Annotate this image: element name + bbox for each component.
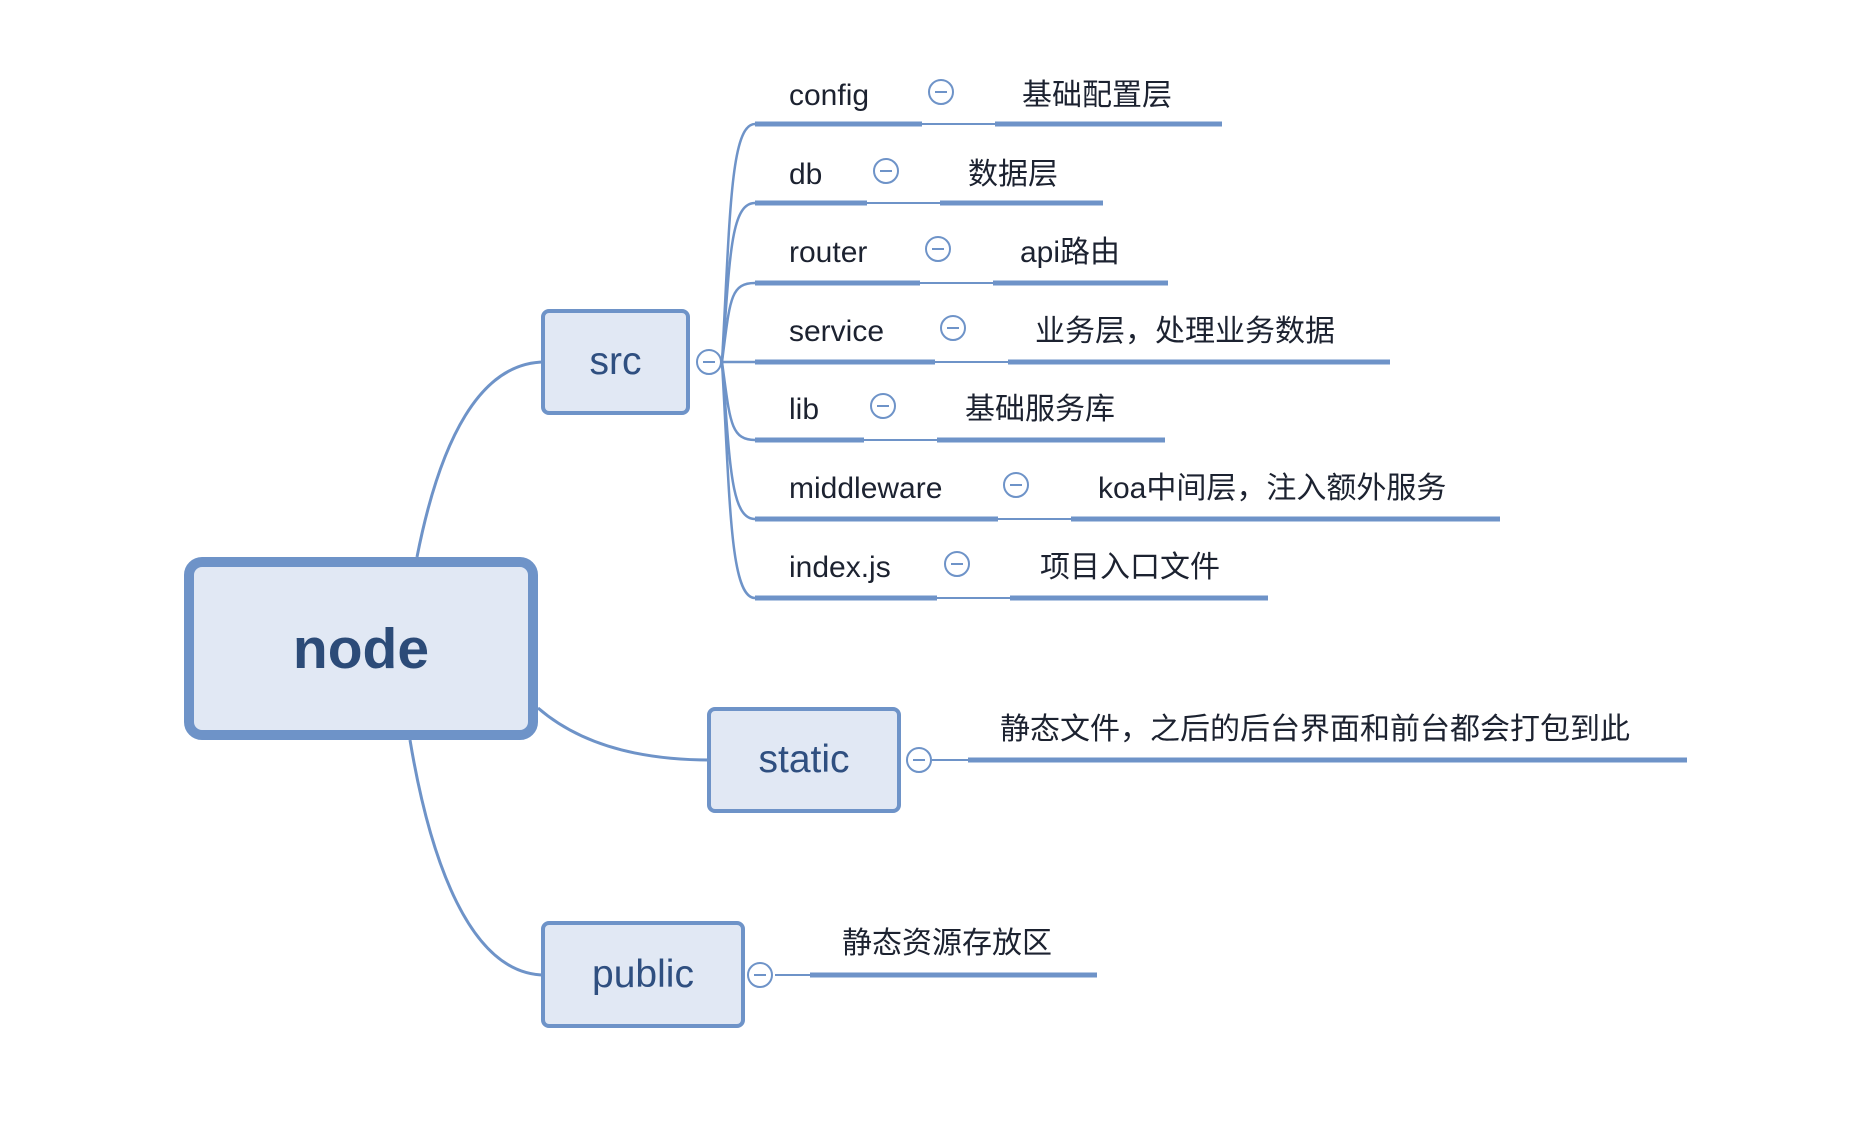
- connector-src-router: [720, 281, 756, 363]
- branch-node-src[interactable]: src: [541, 309, 690, 415]
- branch-node-static[interactable]: static: [707, 707, 901, 813]
- note-lib[interactable]: 基础服务库: [965, 393, 1115, 426]
- child-node-db[interactable]: db: [789, 158, 823, 191]
- branch-node-src-label: src: [589, 340, 642, 383]
- root-node[interactable]: node: [184, 557, 538, 740]
- minus-circle-icon[interactable]: [906, 747, 932, 773]
- child-node-middleware[interactable]: middleware: [789, 472, 943, 505]
- branch-node-public[interactable]: public: [541, 921, 745, 1028]
- minus-circle-icon[interactable]: [928, 79, 954, 105]
- minus-circle-icon[interactable]: [696, 349, 722, 375]
- connector-root-public: [408, 739, 546, 977]
- note-static[interactable]: 静态文件，之后的后台界面和前台都会打包到此: [1000, 713, 1630, 746]
- minus-circle-icon[interactable]: [1003, 472, 1029, 498]
- minus-circle-icon[interactable]: [944, 551, 970, 577]
- note-service[interactable]: 业务层，处理业务数据: [1035, 315, 1335, 348]
- note-indexjs[interactable]: 项目入口文件: [1040, 551, 1220, 584]
- connector-src-indexjs: [720, 361, 756, 600]
- root-node-label: node: [292, 616, 430, 681]
- minus-circle-icon[interactable]: [870, 393, 896, 419]
- child-node-router[interactable]: router: [789, 236, 868, 269]
- minus-circle-icon[interactable]: [873, 158, 899, 184]
- connector-src-db: [720, 201, 756, 363]
- minus-circle-icon[interactable]: [747, 962, 773, 988]
- minus-circle-icon[interactable]: [925, 236, 951, 262]
- connector-root-static: [537, 706, 711, 762]
- note-db[interactable]: 数据层: [968, 158, 1058, 191]
- branch-node-static-label: static: [758, 738, 850, 781]
- connector-root-src: [415, 360, 546, 558]
- note-middleware[interactable]: koa中间层，注入额外服务: [1098, 472, 1447, 505]
- note-public[interactable]: 静态资源存放区: [842, 927, 1052, 960]
- child-node-config[interactable]: config: [789, 79, 870, 112]
- branch-node-public-label: public: [592, 952, 694, 996]
- child-node-service[interactable]: service: [789, 315, 885, 348]
- note-config[interactable]: 基础配置层: [1022, 79, 1172, 112]
- child-node-lib[interactable]: lib: [789, 393, 820, 426]
- note-router[interactable]: api路由: [1020, 236, 1121, 269]
- child-node-indexjs[interactable]: index.js: [789, 551, 891, 584]
- minus-circle-icon[interactable]: [940, 315, 966, 341]
